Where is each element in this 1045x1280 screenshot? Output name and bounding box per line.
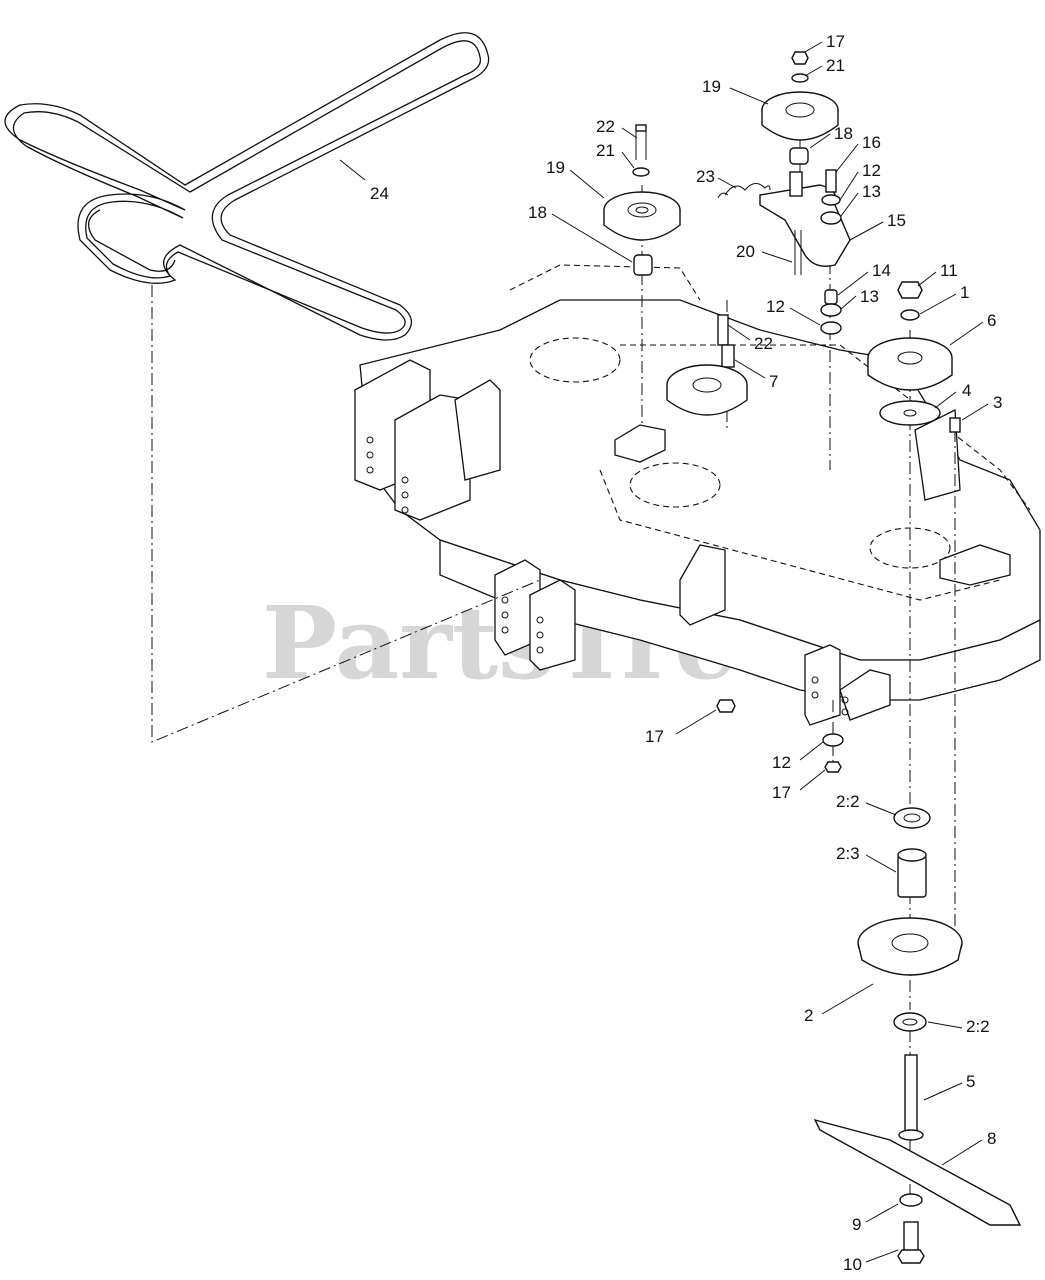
callout-17: 17 [645,727,664,746]
callout-24: 24 [370,184,389,203]
callout-12: 12 [772,753,791,772]
idler-pulley-assembly-left [603,124,681,276]
callout-2: 2 [804,1006,813,1025]
callout-1: 1 [960,283,969,302]
washer-21 [632,167,650,177]
spindle-housing-assembly [857,807,963,1032]
callout-13: 13 [860,287,879,306]
callout-17: 17 [772,783,791,802]
callout-6: 6 [987,311,996,330]
callout-22: 22 [596,117,615,136]
callout-4: 4 [962,381,971,400]
callout-23: 23 [696,167,715,186]
callout-2-2: 2:2 [836,792,860,811]
callout-22: 22 [754,334,773,353]
callout-12: 12 [862,161,881,180]
callout-14: 14 [872,261,891,280]
spindle-pulley-right [867,281,961,433]
callout-21: 21 [596,141,615,160]
callout-19: 19 [546,158,565,177]
callout-8: 8 [987,1129,996,1148]
callout-17: 17 [826,32,845,51]
callout-3: 3 [993,393,1002,412]
callout-16: 16 [862,133,881,152]
callout-9: 9 [852,1215,861,1234]
callout-18: 18 [834,124,853,143]
callout-7: 7 [769,372,778,391]
callout-15: 15 [887,211,906,230]
under-deck-fasteners [716,699,844,773]
callout-18: 18 [528,203,547,222]
spindle-shaft-blade [813,1054,1022,1264]
callout-10: 10 [843,1255,862,1274]
spindle-pulley-center [666,314,748,416]
callout-13: 13 [862,182,881,201]
mower-deck-housing [354,264,1041,726]
callout-12: 12 [766,297,785,316]
callout-21: 21 [826,56,845,75]
callout-19: 19 [702,77,721,96]
callout-labels: 17 21 19 18 16 12 23 13 15 22 21 24 19 1… [370,32,1002,1274]
callout-2-3: 2:3 [836,844,860,863]
drive-belt [4,32,490,341]
callout-leaders [339,41,989,1263]
callout-2-2: 2:2 [966,1017,990,1036]
callout-20: 20 [736,242,755,261]
callout-11: 11 [940,261,958,280]
idler-arm-assembly [717,169,851,335]
spacer-18 [633,254,653,276]
callout-5: 5 [966,1072,975,1091]
idler-pulley-assembly-top [761,51,839,165]
